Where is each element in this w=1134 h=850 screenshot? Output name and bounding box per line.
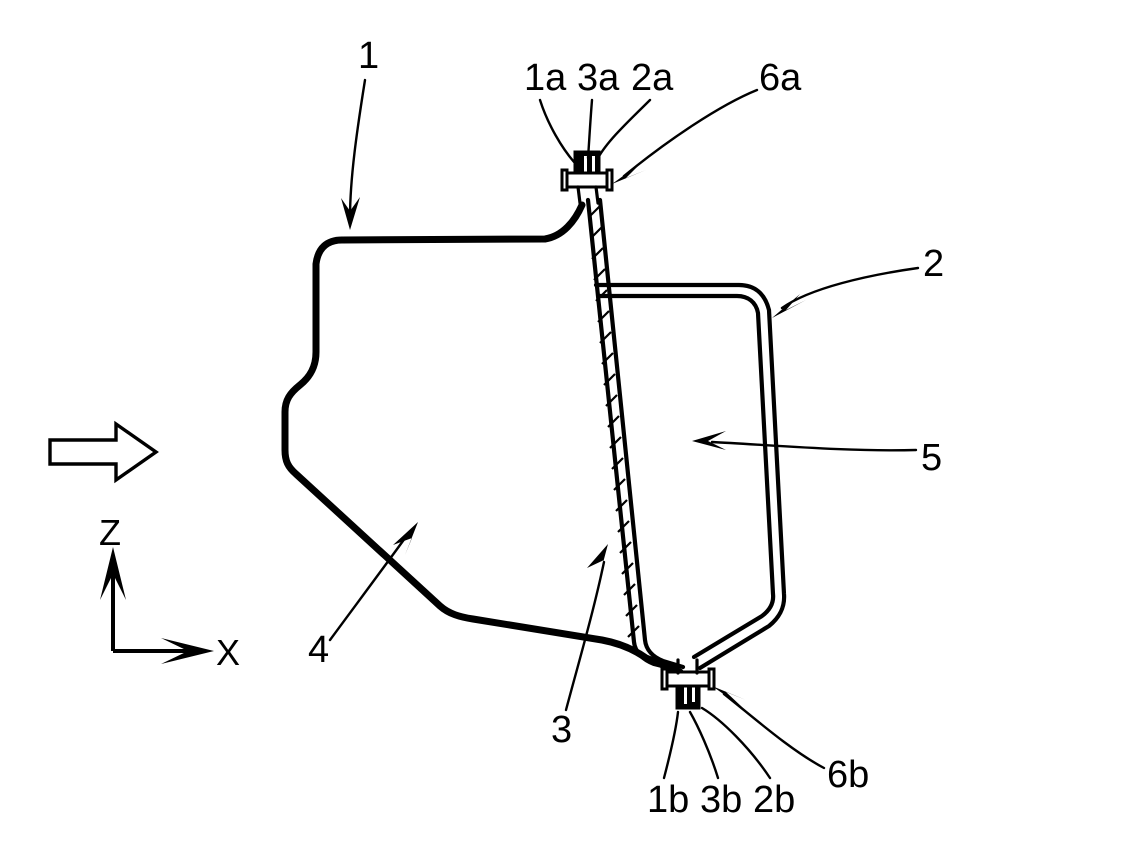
diagonal-member-3-hatching [588,205,640,638]
leader-ref-3b [688,710,720,780]
lower-fastener-slot-2 [692,687,695,702]
ref-label-1a: 1a [524,57,567,99]
upper-fastener-slot-1 [584,156,587,176]
lower-fastener-flange-cap-right [707,667,716,691]
upper-fastener-shank-left [576,185,582,205]
ref-label-6a: 6a [759,57,802,99]
ref-label-6b: 6b [827,754,869,796]
upper-fastener-flange [564,171,610,189]
leader-ref-2b [700,706,772,780]
leader-ref-1b [662,710,680,780]
frame-member-2-outer [593,282,787,671]
lower-fastener-6b [660,658,716,710]
ref-label-3a: 3a [577,57,620,99]
frame-member-2-inner [597,293,776,660]
leader-ref-3 [564,544,608,712]
upper-fastener-6a [560,150,614,205]
ref-label-3: 3 [551,709,572,751]
lower-fastener-flange-cap-left [660,667,669,691]
main-panel-outline [281,201,684,676]
leader-ref-1a [538,98,576,164]
upper-fastener-slot-2 [592,156,595,174]
diagonal-member-3-left-edge [585,197,681,673]
leader-ref-6b [712,686,826,770]
leader-ref-4 [328,522,418,642]
ref-label-2b: 2b [753,779,795,821]
ref-label-1: 1 [358,35,379,77]
axis-label-z: Z [99,512,121,553]
ref-label-3b: 3b [700,779,742,821]
lower-fastener-slot-1 [684,687,687,704]
axis-label-x: X [216,632,240,673]
ref-label-1b: 1b [647,779,689,821]
leader-ref-1 [341,78,367,230]
leader-ref-6a [612,88,759,184]
upper-fastener-flange-cap-left [560,168,569,192]
upper-fastener-flange-cap-right [605,168,614,192]
leader-ref-2 [772,266,920,318]
ref-label-5: 5 [921,437,942,479]
axis-z-arrowhead [100,547,126,600]
forward-direction-arrow [48,420,159,484]
axis-x-arrowhead [161,638,214,664]
diagonal-member-3-right-edge [597,197,686,670]
ref-label-4: 4 [308,629,329,671]
upper-fastener-shank-right [594,185,600,205]
ref-label-2: 2 [923,243,944,285]
leader-ref-3a [586,98,594,160]
lower-fastener-flange [664,670,712,688]
leader-ref-2a [596,98,652,160]
leader-ref-5 [692,431,918,452]
ref-label-2a: 2a [631,57,674,99]
axis-indicator [100,547,214,664]
